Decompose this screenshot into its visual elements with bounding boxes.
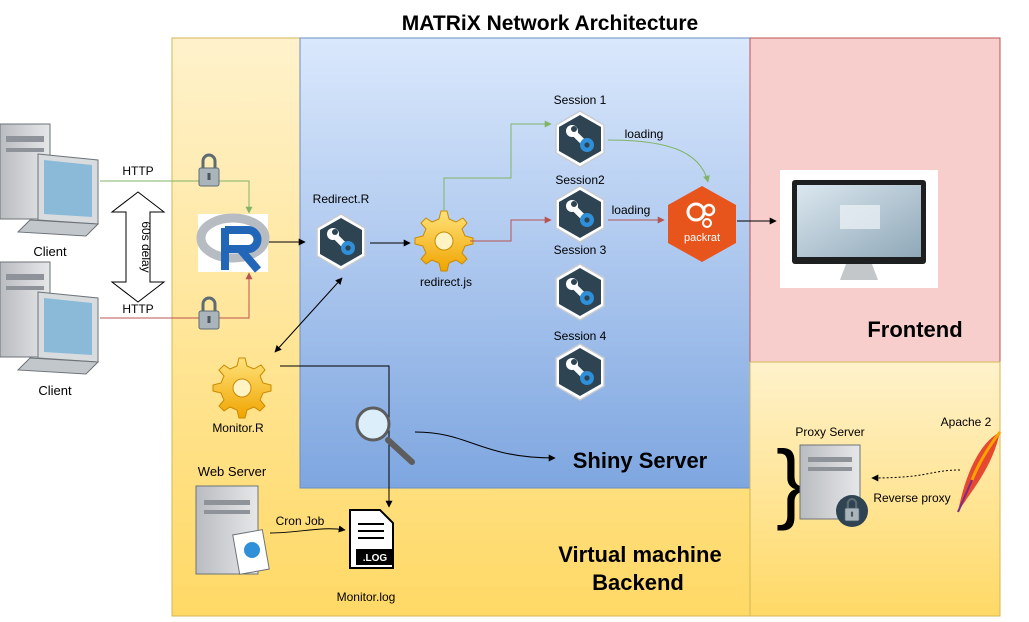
client-computer-icon (0, 123, 99, 237)
backend-label-line1: Virtual machine (558, 542, 721, 567)
diagram-title: MATRiX Network Architecture (402, 12, 698, 35)
apache-feather-icon (957, 431, 1002, 513)
proxy-region (749, 361, 1001, 617)
frontend-label: Frontend (867, 317, 962, 342)
monitor-r-label: Monitor.R (212, 421, 264, 435)
client-computer-icon (0, 261, 99, 375)
cron-job-label: Cron Job (276, 514, 325, 528)
monitor-display-icon (780, 170, 938, 288)
http-label: HTTP (122, 164, 153, 178)
session-label: Session 1 (554, 93, 607, 107)
session-label: Session 4 (554, 329, 607, 343)
session1-to-packrat-arrow (607, 139, 710, 183)
js-to-session1-arrow (443, 120, 552, 210)
packrat-icon: packrat (668, 186, 736, 262)
monitor-log-label: Monitor.log (337, 590, 396, 604)
loading-label: loading (612, 203, 651, 217)
client-label: Client (38, 383, 72, 398)
log-file-icon: .LOG (349, 509, 394, 569)
js-to-session2-arrow (470, 216, 552, 242)
packrat-label: packrat (684, 232, 720, 244)
http-link-1 (100, 180, 253, 214)
loading-label: loading (625, 127, 664, 141)
proxy-server-icon (799, 444, 868, 527)
redirect-r-label: Redirect.R (313, 192, 370, 206)
magnifier-icon (355, 406, 415, 465)
apache-label: Apache 2 (941, 415, 992, 429)
monitor-to-log-arrow (280, 365, 393, 508)
monitor-r-gear-icon (212, 357, 272, 419)
reverse-proxy-arrow (871, 469, 961, 482)
client-label: Client (33, 244, 67, 259)
monitor-redirect-link (274, 277, 343, 353)
session-label: Session 3 (554, 243, 607, 257)
cron-to-log-arrow (269, 525, 346, 534)
log-badge: .LOG (363, 553, 388, 564)
proxy-server-label: Proxy Server (795, 425, 864, 439)
magnifier-to-shiny-arrow (414, 431, 556, 462)
web-server-label: Web Server (198, 464, 267, 479)
web-server-icon (195, 485, 270, 575)
http-link-2 (100, 272, 253, 319)
reverse-proxy-label: Reverse proxy (873, 491, 950, 505)
http-label: HTTP (122, 302, 153, 316)
shiny-server-label: Shiny Server (573, 448, 708, 473)
session-label: Session2 (555, 173, 605, 187)
delay-arrow (110, 191, 166, 303)
redirect-js-label: redirect.js (420, 275, 472, 289)
redirect-js-gear-icon (414, 210, 474, 272)
delay-label: 60s delay (139, 221, 153, 272)
backend-label-line2: Backend (592, 570, 684, 595)
r-logo-icon (196, 213, 270, 273)
